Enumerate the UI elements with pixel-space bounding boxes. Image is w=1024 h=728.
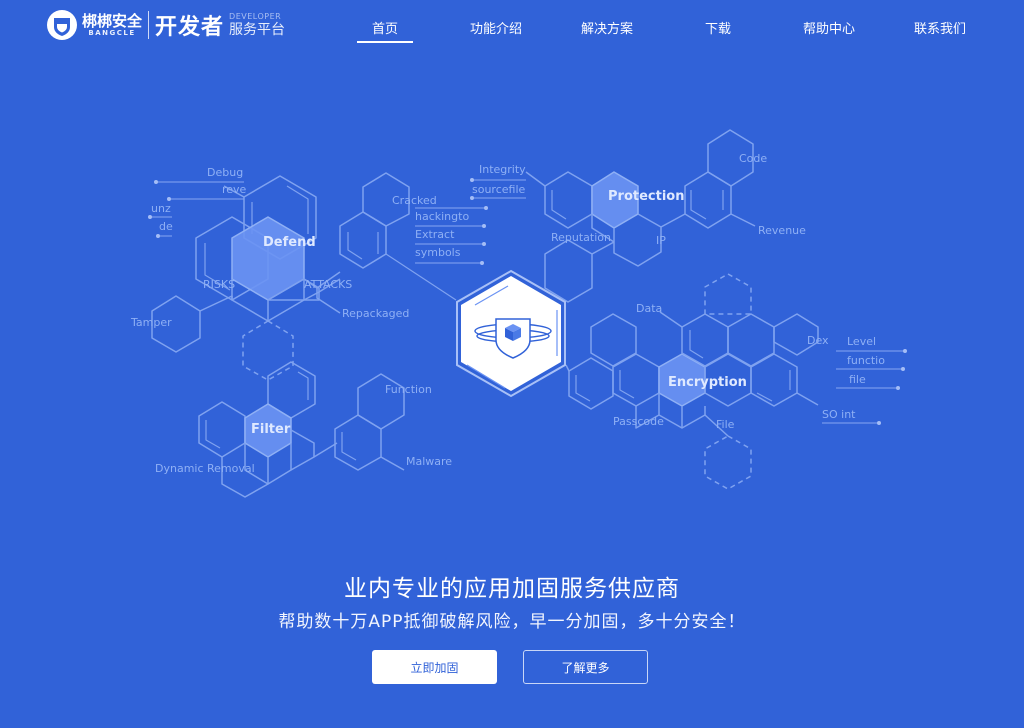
brand-name-cn: 梆梆安全: [82, 11, 143, 30]
product-subtitle-en: DEVELOPER: [229, 12, 282, 21]
svg-text:SO int: SO int: [822, 408, 856, 421]
svg-text:Protection: Protection: [608, 189, 684, 204]
svg-text:Tamper: Tamper: [130, 316, 172, 329]
svg-text:IP: IP: [656, 234, 666, 247]
svg-text:hackingto: hackingto: [415, 210, 469, 223]
hero-subtitle: 帮助数十万APP抵御破解风险，早一分加固，多十分安全！: [278, 612, 746, 632]
product-subtitle: DEVELOPER 服务平台: [229, 12, 285, 38]
site-logo[interactable]: 梆梆安全 BANGCLE 开发者 DEVELOPER 服务平台: [46, 7, 285, 43]
svg-text:Repackaged: Repackaged: [342, 307, 409, 320]
nav-item-solutions[interactable]: 解决方案: [581, 22, 634, 37]
svg-text:sourcefile: sourcefile: [472, 183, 526, 196]
svg-text:de: de: [159, 220, 173, 233]
nav-item-contact-us[interactable]: 联系我们: [914, 22, 967, 37]
nav-item-features[interactable]: 功能介绍: [470, 22, 523, 37]
svg-text:Revenue: Revenue: [758, 224, 806, 237]
learn-more-button[interactable]: 了解更多: [523, 650, 648, 684]
svg-text:functio: functio: [847, 354, 885, 367]
svg-text:Code: Code: [739, 152, 767, 165]
svg-text:reve: reve: [222, 183, 247, 196]
brand-name: 梆梆安全 BANGCLE: [82, 13, 142, 38]
brand-name-en: BANGCLE: [88, 28, 136, 37]
nav-item-help-center[interactable]: 帮助中心: [803, 22, 856, 37]
harden-now-button[interactable]: 立即加固: [372, 650, 497, 684]
svg-text:Malware: Malware: [406, 455, 452, 468]
nav-item-home[interactable]: 首页: [372, 18, 398, 37]
hero-title: 业内专业的应用加固服务供应商: [344, 576, 680, 602]
svg-text:Cracked: Cracked: [392, 194, 437, 207]
svg-text:File: File: [716, 418, 735, 431]
svg-text:Level: Level: [847, 335, 876, 348]
product-subtitle-cn: 服务平台: [229, 22, 286, 38]
svg-text:Filter: Filter: [251, 422, 291, 437]
svg-text:Encryption: Encryption: [668, 375, 747, 390]
svg-text:Data: Data: [636, 302, 662, 315]
svg-text:Passcode: Passcode: [613, 415, 664, 428]
main-nav: 首页 功能介绍 解决方案 下载 帮助中心 联系我们: [0, 0, 1024, 50]
svg-text:Defend: Defend: [263, 235, 316, 250]
svg-text:ATTACKS: ATTACKS: [304, 278, 352, 291]
svg-text:file: file: [849, 373, 866, 386]
logo-divider: [148, 11, 150, 39]
svg-text:Dynamic Removal: Dynamic Removal: [155, 462, 255, 475]
svg-text:symbols: symbols: [415, 246, 461, 259]
svg-text:unz: unz: [151, 202, 171, 215]
svg-text:Dex: Dex: [807, 334, 829, 347]
nav-item-download[interactable]: 下载: [705, 22, 732, 37]
top-header: 梆梆安全 BANGCLE 开发者 DEVELOPER 服务平台 首页 功能介绍 …: [0, 0, 1024, 50]
svg-text:Debug: Debug: [207, 166, 243, 179]
center-shield-hex: [456, 269, 566, 398]
product-name: 开发者: [155, 15, 225, 40]
svg-text:RISKS: RISKS: [203, 278, 235, 291]
bangcle-shield-logo-icon: [47, 10, 77, 40]
svg-text:Integrity: Integrity: [479, 163, 526, 176]
svg-text:Reputation: Reputation: [551, 231, 611, 244]
svg-text:Function: Function: [385, 383, 432, 396]
svg-text:Extract: Extract: [415, 228, 455, 241]
